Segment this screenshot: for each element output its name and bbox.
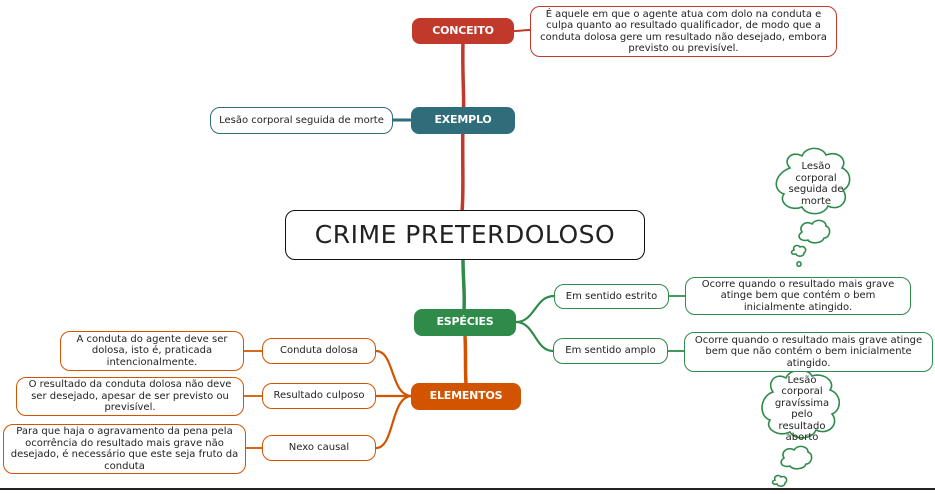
thought-cloud-estrito [775, 147, 851, 268]
elemento-nexo-text: Para que haja o agravamento da pena pela… [10, 426, 239, 472]
exemplo-text-box: Lesão corporal seguida de morte [210, 107, 393, 134]
connector-central-especies [461, 257, 467, 310]
especie-amplo-text-box: Ocorre quando o resultado mais grave ati… [684, 332, 933, 372]
elemento-conduta-text: A conduta do agente deve ser dolosa, ist… [76, 333, 228, 368]
especie-amplo-example: Lesão corporal gravíssima pelo resultado… [774, 375, 830, 444]
elemento-resultado-text: O resultado da conduta dolosa não deve s… [28, 379, 232, 414]
elemento-conduta-node[interactable]: Conduta dolosa [262, 338, 376, 364]
conceito-node[interactable]: CONCEITO [412, 18, 514, 44]
conceito-label: CONCEITO [432, 23, 494, 37]
elemento-nexo-node[interactable]: Nexo causal [262, 435, 376, 461]
especies-label: ESPÉCIES [436, 315, 494, 329]
elemento-resultado-label: Resultado culposo [273, 390, 365, 402]
elementos-node[interactable]: ELEMENTOS [411, 383, 521, 410]
especie-estrito-text: Ocorre quando o resultado mais grave ati… [701, 278, 895, 313]
connector-conceito-text [512, 29, 531, 32]
exemplo-text: Lesão corporal seguida de morte [219, 114, 384, 126]
especie-amplo-label: Em sentido amplo [565, 345, 656, 357]
central-topic[interactable]: CRIME PRETERDOLOSO [285, 210, 645, 260]
elemento-conduta-text-box: A conduta do agente deve ser dolosa, ist… [60, 331, 244, 371]
connector-elementos-nexo [375, 394, 413, 450]
elemento-conduta-label: Conduta dolosa [279, 345, 359, 357]
connector-especies-elementos [463, 335, 468, 384]
especie-estrito-label: Em sentido estrito [565, 290, 658, 302]
connector-especies-estrito [515, 294, 555, 324]
especie-estrito-example: Lesão corporal seguida de morte [788, 161, 844, 207]
especie-amplo-node[interactable]: Em sentido amplo [553, 338, 668, 364]
connector-especies-amplo [515, 320, 554, 353]
especie-estrito-text-box: Ocorre quando o resultado mais grave ati… [685, 277, 911, 315]
exemplo-label: EXEMPLO [434, 113, 492, 127]
especie-amplo-text: Ocorre quando o resultado mais grave ati… [694, 334, 923, 369]
elemento-nexo-text-box: Para que haja o agravamento da pena pela… [3, 424, 246, 474]
elemento-resultado-node[interactable]: Resultado culposo [262, 383, 376, 409]
especie-estrito-node[interactable]: Em sentido estrito [554, 284, 669, 309]
elemento-nexo-label: Nexo causal [288, 442, 350, 454]
central-title: CRIME PRETERDOLOSO [314, 219, 616, 249]
conceito-text: É aquele em que o agente atua com dolo n… [540, 8, 827, 55]
elementos-label: ELEMENTOS [429, 389, 503, 403]
especies-node[interactable]: ESPÉCIES [414, 309, 516, 336]
bottom-border [0, 488, 935, 490]
elemento-resultado-text-box: O resultado da conduta dolosa não deve s… [16, 377, 244, 416]
connector-elementos-conduta [375, 349, 413, 398]
exemplo-node[interactable]: EXEMPLO [411, 107, 515, 134]
conceito-text-box: É aquele em que o agente atua com dolo n… [530, 6, 837, 57]
thought-cloud-amplo [761, 369, 841, 487]
